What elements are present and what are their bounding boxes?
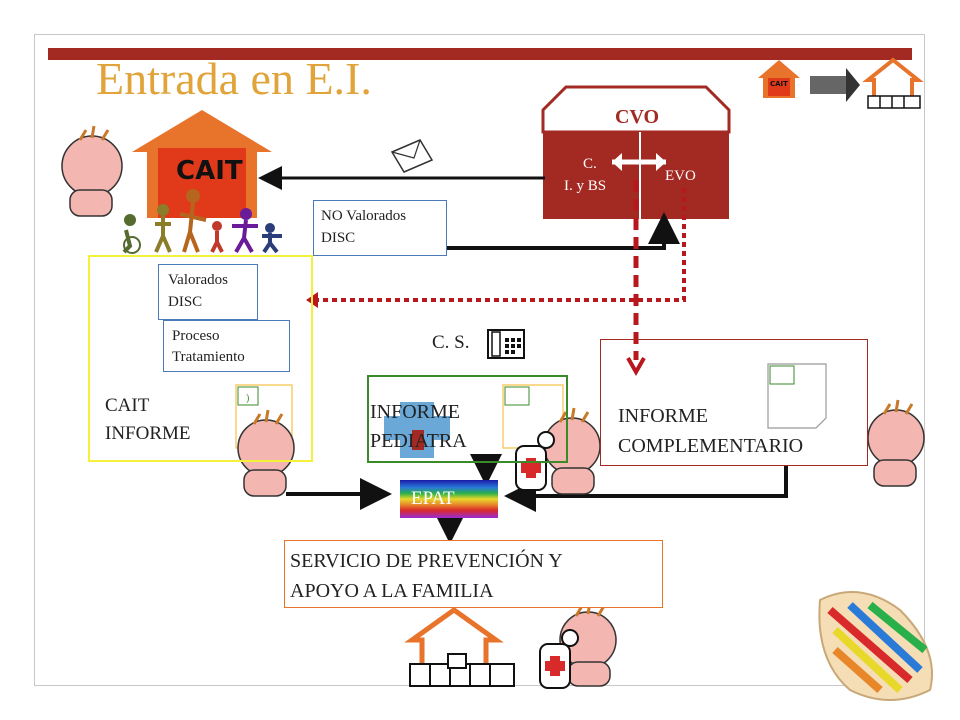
school-house-icon [404, 606, 515, 687]
informe-complementario-line1: INFORME [618, 405, 709, 427]
no-valorados-box [313, 200, 447, 256]
no-valorados-line2: DISC [321, 230, 356, 246]
cvo-ci-line2: I. y BS [564, 178, 607, 194]
no-valorados-line1: NO Valorados [321, 208, 407, 224]
baby-character-icon [867, 399, 925, 487]
svg-text:): ) [246, 393, 249, 404]
informe-pediatra-line2: PEDIATRA [370, 430, 467, 452]
cait-house [132, 110, 272, 218]
servicio-line1: SERVICIO DE PREVENCIÓN Y [290, 550, 563, 572]
cvo-house [541, 85, 731, 219]
baby-character-icon [543, 407, 601, 495]
proceso-box [163, 320, 290, 372]
informe-complementario-line2: COMPLEMENTARIO [618, 435, 804, 457]
cait-informe-line1: CAIT [105, 395, 150, 416]
title-bar [48, 48, 912, 60]
pediatra-cross-icon [384, 402, 450, 458]
cait-informe-line2: INFORME [105, 423, 191, 444]
proceso-line2: Tratamiento [172, 349, 245, 365]
servicio-line2: APOYO A LA FAMILIA [290, 580, 494, 602]
mini-cait-label: CAIT [770, 80, 788, 88]
family-figures [122, 189, 282, 254]
document-icon [767, 363, 827, 429]
baby-character-icon [237, 409, 295, 497]
epat-label: EPAT [411, 488, 455, 509]
page-title: Entrada en E.I. [96, 53, 372, 104]
doctor-icon [539, 629, 579, 689]
crayons-icon [818, 591, 933, 701]
envelope-icon [390, 139, 434, 173]
baby-character-icon [61, 125, 123, 217]
doctor-icon [515, 431, 555, 491]
mini-school-house-icon [862, 57, 924, 109]
mini-cait-house-icon [758, 60, 800, 98]
valorados-line1: Valorados [168, 272, 228, 288]
valorados-line2: DISC [168, 294, 203, 310]
baby-character-icon [559, 601, 617, 687]
telephone-icon [487, 329, 525, 359]
valorados-box [158, 264, 258, 320]
informe-pediatra-line1: INFORME [370, 401, 461, 423]
servicio-box [284, 540, 663, 608]
informe-pediatra-box [367, 375, 568, 463]
cait-house-label: CAIT [176, 156, 243, 186]
cvo-ci-line1: C. [583, 156, 597, 172]
informe-complementario-box [600, 339, 868, 466]
arrow-right-icon [810, 68, 860, 102]
cait-informe-region [88, 255, 313, 462]
proceso-line1: Proceso [172, 328, 220, 344]
cs-label: C. S. [432, 332, 470, 353]
cvo-evo-label: EVO [665, 168, 696, 184]
epat-box-bg [400, 480, 498, 518]
cvo-header: CVO [615, 106, 660, 128]
